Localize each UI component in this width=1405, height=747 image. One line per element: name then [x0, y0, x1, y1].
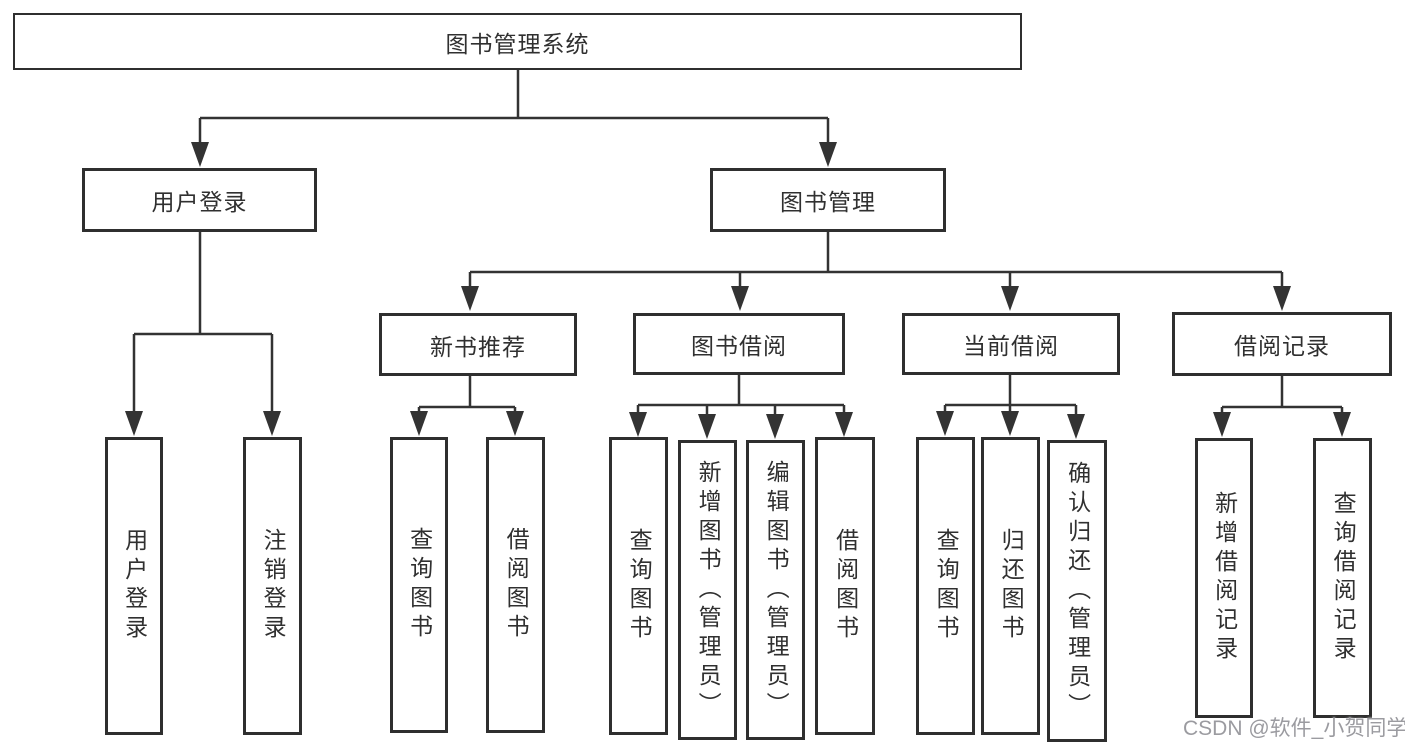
node-query-borrow-record: 查询借阅记录 [1313, 438, 1372, 718]
node-label: 图书借阅 [691, 333, 787, 359]
arrow-down-icon [1213, 412, 1231, 437]
arrow-down-icon [410, 411, 428, 436]
arrow-down-icon [1067, 414, 1085, 439]
arrow-down-icon [263, 411, 281, 436]
arrow-down-icon [698, 414, 716, 439]
node-borrow-books: 借阅图书 [815, 437, 875, 735]
arrow-down-icon [819, 142, 837, 167]
node-label: 查询图书 [626, 528, 653, 644]
arrow-down-icon [506, 411, 524, 436]
arrow-down-icon [1333, 412, 1351, 437]
arrow-down-icon [125, 411, 143, 436]
node-logout-action: 注销登录 [243, 437, 302, 735]
node-label: 借阅图书 [503, 527, 530, 643]
node-add-books-admin: 新增图书（管理员） [678, 440, 737, 740]
node-label: 注销登录 [260, 528, 287, 644]
arrow-down-icon [835, 412, 853, 437]
arrow-down-icon [1273, 286, 1291, 311]
node-label: 用户登录 [121, 528, 148, 644]
node-confirm-return-admin: 确认归还（管理员） [1047, 440, 1107, 742]
arrow-down-icon [731, 286, 749, 311]
arrow-down-icon [629, 412, 647, 437]
node-label: 用户登录 [151, 189, 248, 215]
node-borrow-books: 借阅图书 [486, 437, 545, 733]
arrow-down-icon [461, 286, 479, 311]
node-book-borrow: 图书借阅 [633, 313, 845, 375]
node-label: 图书管理系统 [445, 30, 590, 57]
node-label: 借阅图书 [832, 528, 859, 644]
node-current-borrow: 当前借阅 [902, 313, 1120, 375]
node-label: 借阅记录 [1234, 333, 1330, 359]
node-label: 查询图书 [933, 528, 960, 644]
arrow-down-icon [191, 142, 209, 167]
node-label: 新增图书（管理员） [695, 459, 722, 721]
node-label: 新书推荐 [430, 333, 526, 360]
node-label: 查询图书 [406, 527, 433, 643]
node-query-books: 查询图书 [390, 437, 448, 733]
node-book-management: 图书管理 [710, 168, 946, 232]
node-root: 图书管理系统 [13, 13, 1022, 70]
node-label: 归还图书 [998, 528, 1025, 644]
node-user-login-action: 用户登录 [105, 437, 163, 735]
node-return-books: 归还图书 [981, 437, 1040, 735]
node-edit-books-admin: 编辑图书（管理员） [746, 440, 805, 740]
node-label: 编辑图书（管理员） [763, 459, 790, 721]
node-label: 查询借阅记录 [1330, 491, 1357, 665]
node-label: 确认归还（管理员） [1064, 460, 1091, 722]
arrow-down-icon [1001, 286, 1019, 311]
node-query-books: 查询图书 [609, 437, 668, 735]
node-label: 当前借阅 [963, 333, 1059, 359]
node-label: 图书管理 [780, 189, 876, 215]
node-user-login: 用户登录 [82, 168, 317, 232]
watermark: CSDN @软件_小贺同学 [1183, 717, 1405, 740]
node-borrow-records: 借阅记录 [1172, 312, 1392, 376]
arrow-down-icon [766, 414, 784, 439]
node-label: 新增借阅记录 [1211, 491, 1238, 665]
node-new-book-recommend: 新书推荐 [379, 313, 577, 376]
node-query-books: 查询图书 [916, 437, 975, 735]
arrow-down-icon [936, 411, 954, 436]
arrowhead-icons [125, 142, 1351, 439]
arrow-down-icon [1001, 411, 1019, 436]
node-add-borrow-record: 新增借阅记录 [1195, 438, 1253, 718]
